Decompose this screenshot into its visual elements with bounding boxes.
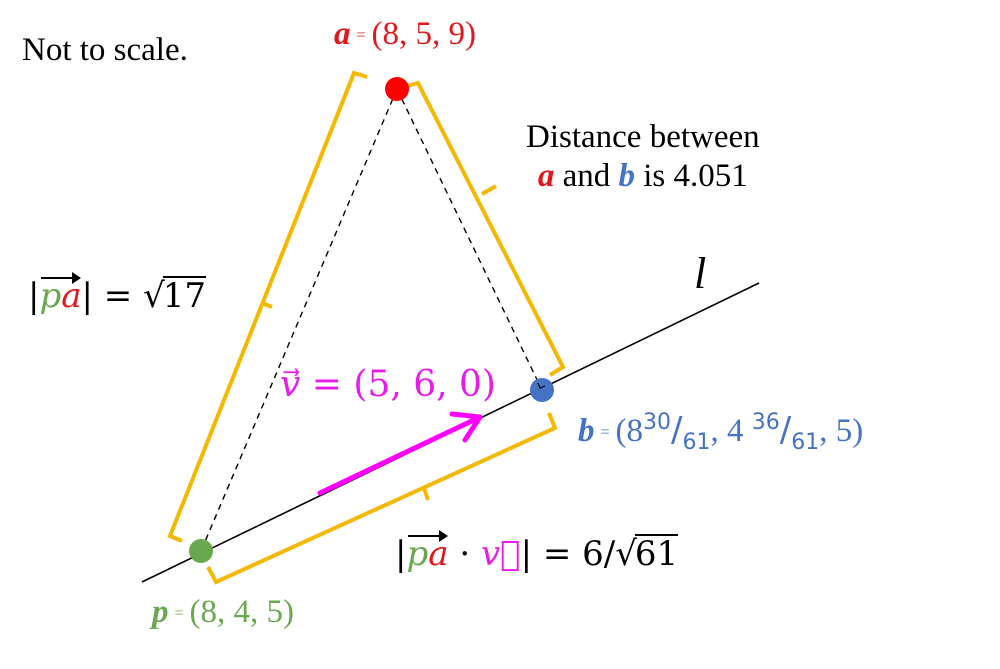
point-b-name: b [578,413,595,449]
point-a-equals: = [356,27,366,45]
var-v: v [480,534,521,574]
distance-note-line1: Distance between [526,119,760,155]
sqrt-value: 17 [162,276,207,316]
abs-bar-right: | [81,276,93,316]
point-b-y-denominator: 61 [791,430,820,455]
line-l-label: l [694,249,707,298]
distance-and: and [554,157,619,194]
point-p-equals: = [174,605,184,623]
point-b-y-whole: , 4 [710,413,752,449]
distance-var-a: a [537,157,555,194]
var-p: p [406,534,429,574]
dashed-segment-a-p [200,88,398,552]
fraction-slash: / [671,410,683,450]
point-a [385,77,409,101]
bracket-pb [206,412,558,585]
point-p-name: p [152,594,169,630]
point-b-label: b=(830/61, 4 36/61, 5) [578,412,863,454]
not-to-scale-note: Not to scale. [22,32,188,68]
bracket-pa-tick [261,301,273,309]
abs-bar-left: | [28,276,40,316]
vector-v-arrowhead [449,411,483,443]
dashed-segment-a-b [396,88,543,391]
point-a-coords: (8, 5, 9) [371,16,477,52]
distance-value: is 4.051 [635,157,748,194]
pa-norm-formula: |pa| = √17 [28,272,207,316]
bracket-pb-tick [422,487,430,501]
equals-six-over: = 6/ [532,534,616,574]
var-v: v [280,364,301,405]
abs-bar-left: | [395,534,407,574]
var-p: p [39,276,62,316]
var-a: a [428,534,449,574]
point-p-label: p = (8, 4, 5) [152,596,294,629]
fraction-slash: / [779,410,792,450]
distance-var-b: b [618,157,636,194]
vector-arrow-pa: pa [39,272,82,316]
point-p-coords: (8, 4, 5) [189,594,295,630]
point-b-z: , 5) [819,413,864,449]
sqrt-icon: √ [143,276,165,316]
equals-sign: = [92,276,144,316]
abs-bar-right: | [520,534,533,574]
point-b-equals: = [600,424,610,442]
point-b-x-numerator: 30 [643,410,672,435]
distance-note: Distance between a and b is 4.051 [526,118,760,196]
distance-note-line2: a and b is 4.051 [526,157,760,196]
projection-formula: |pa · v⃗| = 6/√61 [395,530,679,574]
point-a-name: a [334,16,351,52]
var-a: a [61,276,82,316]
point-b-x-denominator: 61 [682,430,711,455]
vector-v-label: v⃗ = (5, 6, 0) [280,367,496,403]
bracket-ab-tick [481,184,497,196]
point-a-label: a = (8, 5, 9) [334,18,476,51]
right-angle-marker [537,382,546,389]
dot-operator: · [448,534,481,574]
point-b-y-numerator: 36 [751,410,780,435]
vector-v-value: = (5, 6, 0) [300,364,496,405]
sqrt-icon: √ [615,534,637,574]
point-b-x-whole: (8 [615,413,644,449]
point-p [189,539,213,563]
vector-v-shaft [317,415,481,496]
vector-arrow-pa: pa [406,530,449,574]
sqrt-value: 61 [634,534,679,574]
bracket-ab [399,80,566,377]
point-b [530,378,554,402]
